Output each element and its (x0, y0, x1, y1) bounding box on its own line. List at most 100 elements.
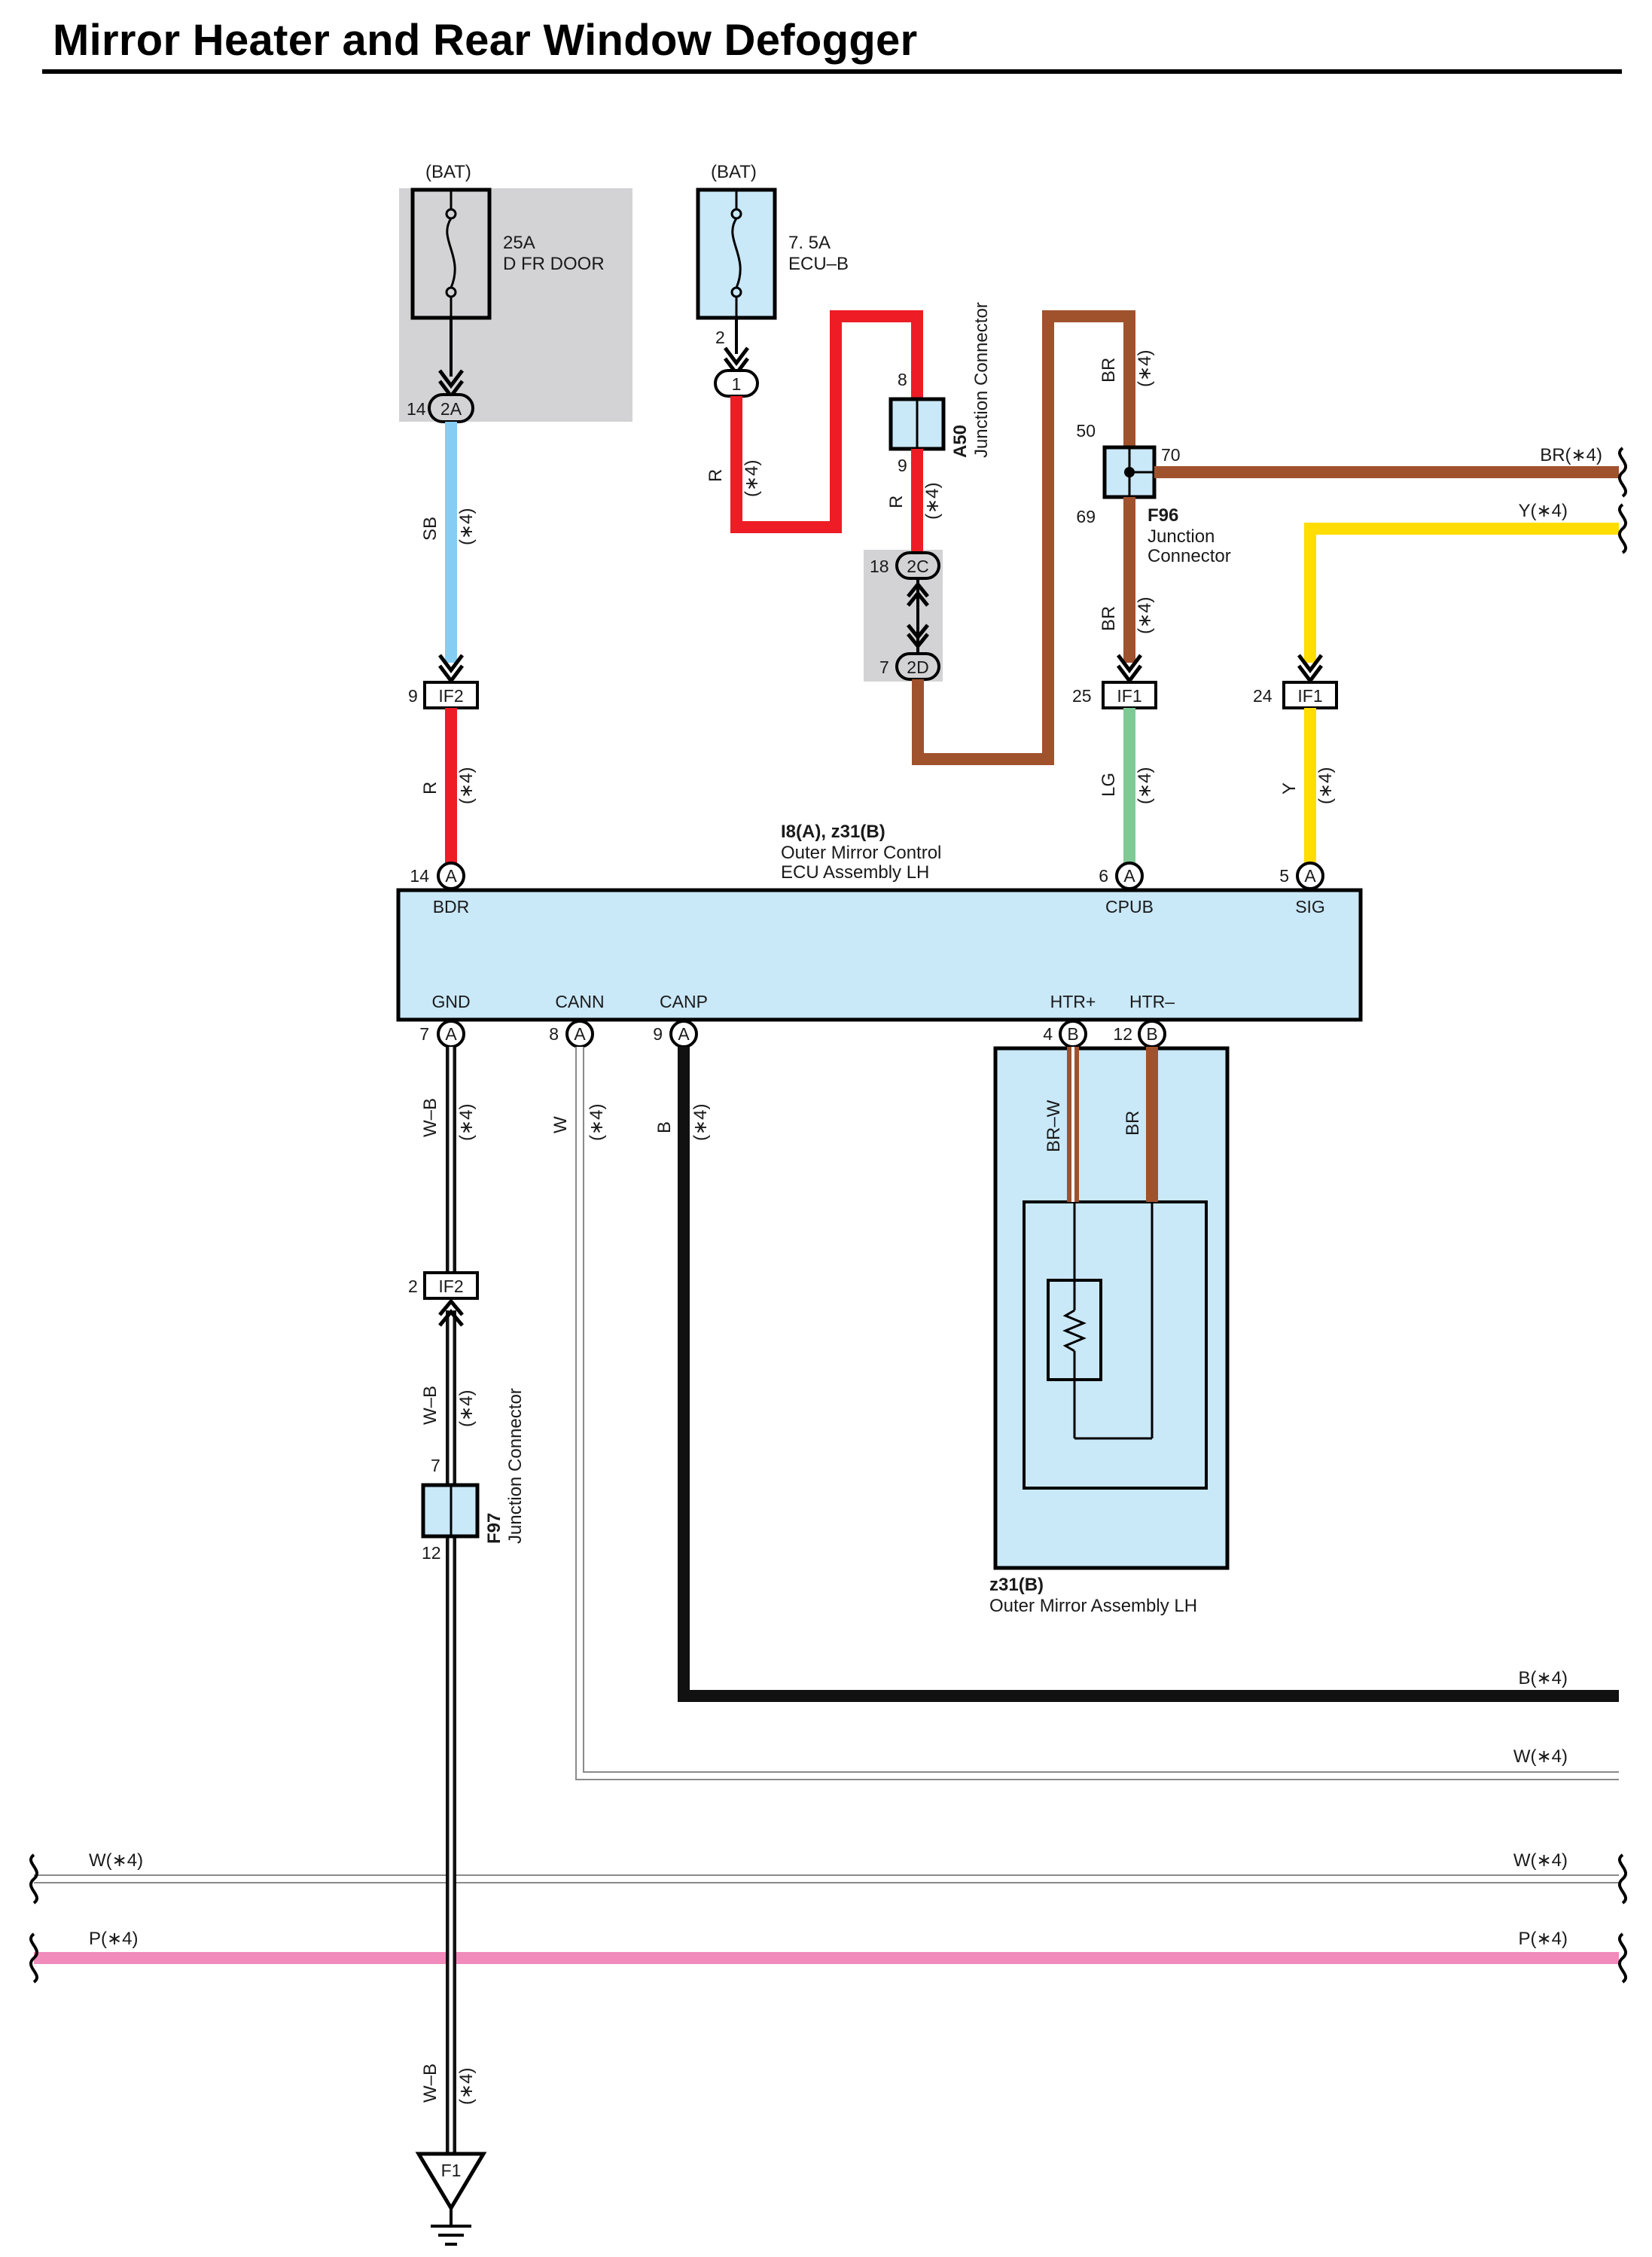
wire-br-2d-f96 (912, 310, 1135, 765)
mirror-name: Outer Mirror Assembly LH (989, 1596, 1197, 1616)
ecu-pin-bdr-num: 14 (410, 866, 429, 886)
wire-label-brw: BR–W (1044, 1100, 1064, 1152)
ground-f1-id: F1 (441, 2161, 462, 2180)
edge-label-p-right: P(∗4) (1519, 1929, 1568, 1949)
a50-pin-bottom: 9 (898, 456, 907, 475)
ecu-pin-sig: A 5 SIG (1279, 862, 1325, 917)
wire-label-y: Y (1279, 782, 1300, 795)
fuse-ecub: (BAT) 7. 5A ECU–B (696, 162, 849, 320)
ecu-pin-bdr-conn: A (445, 866, 457, 886)
wire-label-br-top: BR (1099, 358, 1119, 383)
fuse-dfr-source: (BAT) (425, 162, 471, 182)
wire-y (1304, 523, 1619, 663)
heater-element-icon (1062, 1309, 1087, 1353)
f96-id: F96 (1148, 505, 1178, 526)
connector-if2-gnd: IF2 2 (408, 1271, 479, 1327)
ecu-pin-canp: CANP A 9 (653, 992, 708, 1048)
ecu-pin-cpub: A 6 CPUB (1099, 862, 1154, 917)
connector-if2-top: IF2 9 (408, 654, 479, 709)
junction-a50: 8 9 A50 Junction Connector (888, 302, 992, 475)
f96-name-1: Junction (1148, 526, 1215, 547)
connector-2d-id: 2D (907, 657, 928, 677)
wire-r-ecub (730, 310, 923, 533)
wire-label-wb-3-opt: (∗4) (456, 2068, 477, 2105)
if2-gnd-pin: 2 (408, 1276, 418, 1296)
ecu-pin-cpub-num: 6 (1099, 866, 1108, 886)
wire-label-lg-opt: (∗4) (1135, 767, 1155, 804)
wire-label-br-f96-opt: (∗4) (1135, 597, 1155, 634)
wire-label-r-ecub-opt: (∗4) (742, 460, 762, 497)
fuse-dfr-gray-box (399, 188, 632, 422)
ecu-pin-bdr-label: BDR (433, 897, 470, 917)
wire-label-br-htr: BR (1123, 1111, 1143, 1136)
if1-cpub-id: IF1 (1117, 686, 1141, 706)
ecu-pin-cann-num: 8 (549, 1024, 559, 1044)
wire-b-canp (678, 1047, 1619, 1702)
wire-label-wb-2: W–B (420, 1386, 440, 1425)
if2-top-id: IF2 (438, 686, 463, 706)
ecu-pin-htr-plus-num: 4 (1043, 1024, 1053, 1044)
mirror-id: z31(B) (989, 1575, 1044, 1595)
connector-2c: 2C 18 (870, 551, 940, 580)
fuse-dfr-door: (BAT) 25A D FR DOOR (410, 162, 605, 320)
f96-name-2: Connector (1148, 546, 1231, 566)
edge-label-w-right: W(∗4) (1513, 1850, 1568, 1871)
wire-label-wb-1-opt: (∗4) (456, 1104, 477, 1141)
ecu-pin-cpub-conn: A (1123, 866, 1135, 886)
ecu-pin-bdr: A 14 BDR (410, 862, 470, 917)
connector-2a-id: 2A (440, 399, 462, 419)
ecu-pin-htr-minus-num: 12 (1113, 1024, 1132, 1044)
wire-label-w-cann-opt: (∗4) (587, 1104, 607, 1141)
wire-label-b: B (654, 1121, 675, 1133)
wire-break-y-right (1618, 503, 1627, 554)
ecu-pin-canp-num: 9 (653, 1024, 663, 1044)
ecu-pin-cann: CANN A 8 (549, 992, 605, 1048)
wire-label-b-opt: (∗4) (690, 1104, 711, 1141)
connector-if1-sig: IF1 24 (1253, 654, 1338, 709)
wire-label-y-opt: (∗4) (1315, 767, 1336, 804)
wire-label-sb-opt: (∗4) (456, 508, 477, 545)
wire-label-r-a50: R (886, 496, 907, 508)
title-rule (42, 69, 1622, 74)
ecu-pin-htr-minus-label: HTR– (1129, 992, 1175, 1011)
ecu-pin-cann-conn: A (574, 1024, 586, 1044)
wire-break-br-right (1618, 447, 1627, 498)
ecu-pin-canp-label: CANP (660, 992, 708, 1011)
ecu-pin-htr-minus: HTR– B 12 (1113, 992, 1175, 1048)
wire-label-br-top-opt: (∗4) (1135, 350, 1155, 387)
edge-label-br-right: BR(∗4) (1540, 445, 1602, 465)
wire-label-wb-1: W–B (420, 1098, 440, 1137)
ecu-pin-sig-num: 5 (1279, 866, 1289, 886)
wire-label-lg: LG (1099, 773, 1119, 797)
wire-label-sb: SB (420, 517, 440, 541)
fuse-dfr-amp: 25A (503, 233, 535, 253)
junction-f96: 50 70 69 F96 Junction Connector (1076, 421, 1230, 566)
ecu-id: I8(A), z31(B) (781, 822, 885, 842)
wire-break-w-left (29, 1853, 38, 1905)
edge-label-w-left: W(∗4) (89, 1850, 143, 1871)
a50-id: A50 (950, 425, 971, 458)
ecu-pin-gnd: GND A 7 (419, 992, 471, 1048)
ecu-pin-sig-conn: A (1304, 866, 1316, 886)
a50-name: Junction Connector (971, 302, 992, 458)
ecu-pin-cann-label: CANN (555, 992, 604, 1011)
f97-name: Junction Connector (505, 1388, 526, 1544)
connector-2a: 2A 14 (407, 393, 474, 423)
junction-f97: 7 12 F97 Junction Connector (421, 1388, 526, 1563)
fuse-ecub-amp: 7. 5A (788, 233, 831, 253)
wire-label-w-cann: W (550, 1116, 571, 1133)
connector-1: 1 (714, 369, 759, 398)
ecu-pin-htr-plus-conn: B (1067, 1024, 1078, 1044)
fuse-dfr-name: D FR DOOR (503, 254, 605, 274)
fuse-ecub-source: (BAT) (711, 162, 757, 182)
fuse-ecub-name: ECU–B (788, 254, 849, 274)
connector-if1-cpub: IF1 25 (1072, 654, 1157, 709)
wire-label-r-bdr-opt: (∗4) (456, 767, 477, 804)
connector-2c-id: 2C (907, 557, 928, 576)
ground-f1: F1 (415, 2152, 487, 2246)
if2-gnd-id: IF2 (438, 1276, 463, 1296)
ecu-pin-gnd-label: GND (431, 992, 470, 1011)
ecu-pin-gnd-conn: A (445, 1024, 457, 1044)
wire-label-r-ecub: R (706, 469, 726, 482)
if1-sig-pin: 24 (1253, 686, 1273, 706)
